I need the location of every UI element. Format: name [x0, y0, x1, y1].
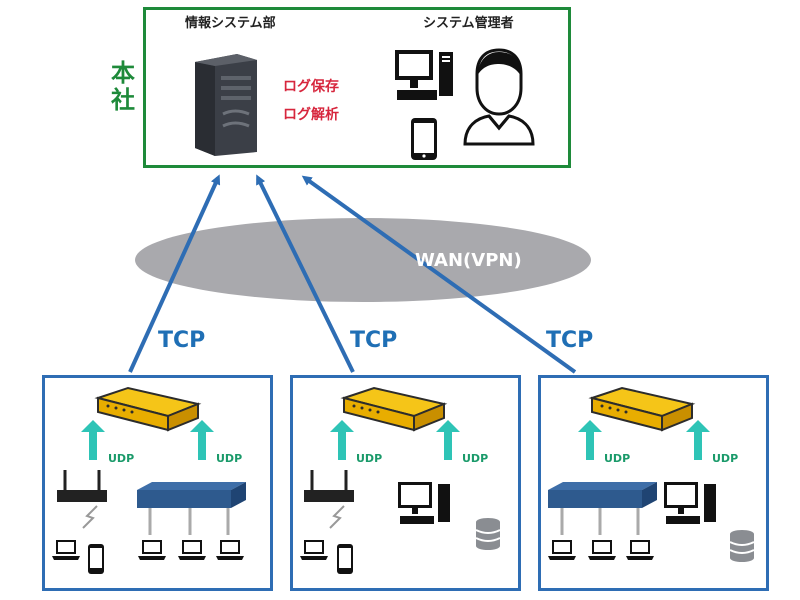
- router-icon: [343, 387, 445, 431]
- desktop-pc-icon: [664, 482, 716, 524]
- admin-label: システム管理者: [423, 16, 514, 31]
- udp-label: UDP: [216, 452, 243, 465]
- laptop-icon: [300, 540, 328, 560]
- wan-cloud: [135, 218, 591, 302]
- function-log-storage: ログ保存: [283, 79, 339, 95]
- laptop-icon: [178, 540, 206, 560]
- wan-label: WAN(VPN): [415, 250, 522, 271]
- tcp-label-3: TCP: [546, 328, 594, 353]
- laptop-icon: [52, 540, 80, 560]
- department-label: 情報システム部: [185, 16, 276, 31]
- switch-icon: [137, 482, 246, 508]
- smartphone-icon: [88, 544, 104, 574]
- udp-arrow: [436, 420, 460, 460]
- udp-label: UDP: [356, 452, 383, 465]
- database-icon: [729, 529, 755, 563]
- smartphone-icon: [411, 118, 437, 160]
- database-icon: [475, 517, 501, 551]
- tcp-arrow-3: [301, 175, 577, 374]
- udp-label: UDP: [604, 452, 631, 465]
- tcp-arrow-1: [128, 174, 221, 373]
- router-icon: [97, 387, 199, 431]
- function-log-analysis: ログ解析: [283, 107, 339, 123]
- udp-arrow: [330, 420, 354, 460]
- udp-label: UDP: [712, 452, 739, 465]
- udp-arrow: [81, 420, 105, 460]
- tcp-label-2: TCP: [350, 328, 398, 353]
- wireless-ap-icon: [302, 468, 356, 530]
- udp-arrow: [578, 420, 602, 460]
- user-icon: [463, 48, 535, 146]
- server-icon: [195, 54, 257, 156]
- laptop-icon: [626, 540, 654, 560]
- desktop-pc-icon: [395, 50, 453, 100]
- smartphone-icon: [337, 544, 353, 574]
- udp-arrow: [190, 420, 214, 460]
- laptop-icon: [216, 540, 244, 560]
- laptop-icon: [138, 540, 166, 560]
- hq-label: 本社: [111, 59, 135, 114]
- desktop-pc-icon: [398, 482, 450, 524]
- udp-label: UDP: [462, 452, 489, 465]
- router-icon: [591, 387, 693, 431]
- switch-icon: [548, 482, 657, 508]
- tcp-label-1: TCP: [158, 328, 206, 353]
- tcp-arrow-2: [256, 174, 355, 373]
- laptop-icon: [588, 540, 616, 560]
- udp-arrow: [686, 420, 710, 460]
- laptop-icon: [548, 540, 576, 560]
- wireless-ap-icon: [55, 468, 109, 530]
- udp-label: UDP: [108, 452, 135, 465]
